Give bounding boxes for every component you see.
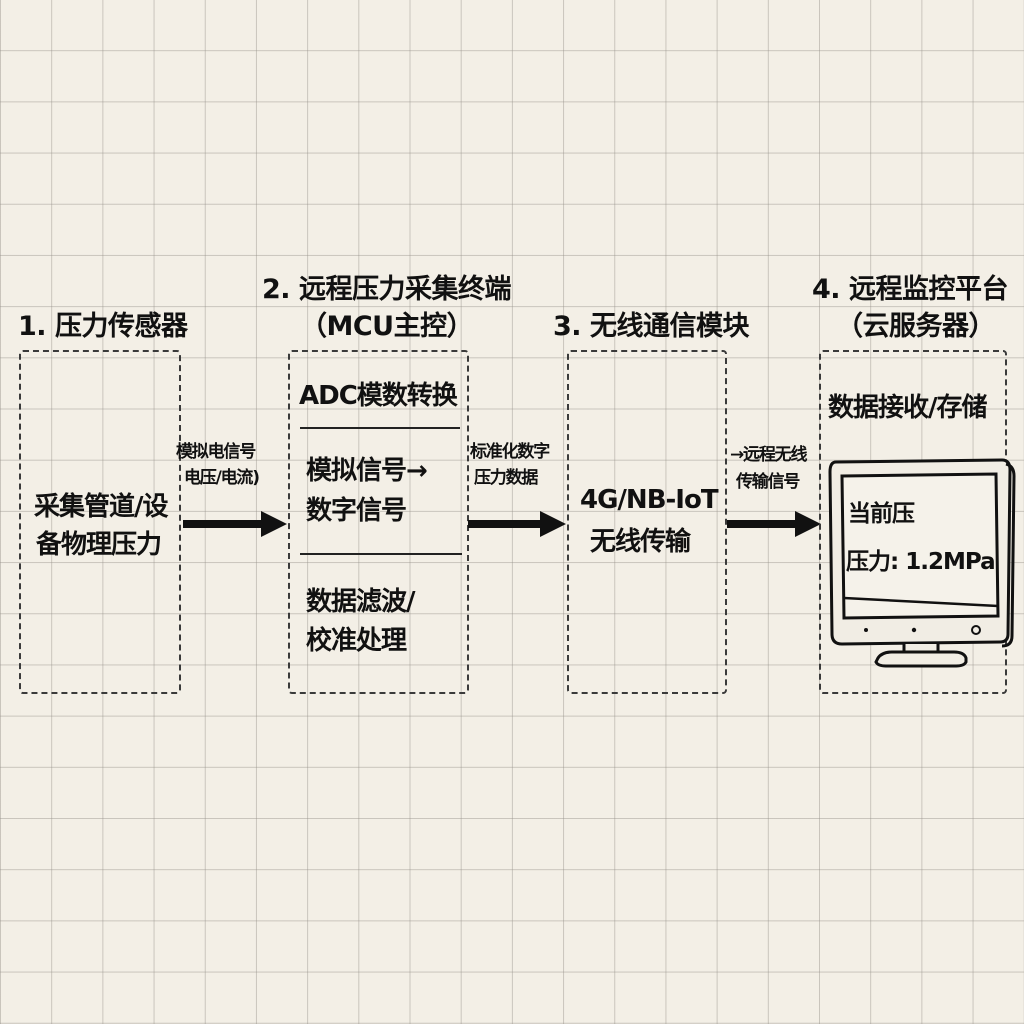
stage-1-title: 1. 压力传感器	[18, 311, 188, 342]
stage-1-content-line-2: 备物理压力	[36, 530, 162, 560]
stage-2-section-2-line-2: 数字信号	[306, 496, 407, 526]
stage-4-content: 数据接收/存储	[828, 393, 987, 423]
connection-1-label-line-2: 电压/电流)	[184, 468, 260, 488]
stage-2-section-1: ADC模数转换	[299, 381, 458, 411]
stage-2-divider-1	[300, 427, 460, 429]
stage-3-box	[567, 350, 727, 694]
stage-1-box	[19, 350, 181, 694]
stage-1-content-line-1: 采集管道/设	[34, 492, 168, 522]
stage-3-content-line-2: 无线传输	[590, 527, 691, 557]
arrow-right-icon	[183, 511, 287, 537]
stage-3-content-line-1: 4G/NB-IoT	[580, 485, 719, 515]
arrow-right-icon	[727, 511, 821, 537]
monitor-icon: 当前压 压力: 1.2MPa	[826, 458, 1016, 670]
stage-2-divider-2	[300, 553, 462, 555]
arrow-right-icon	[468, 511, 566, 537]
monitor-screen-line-1: 当前压	[848, 501, 915, 527]
connection-2-label-line-2: 压力数据	[474, 468, 538, 488]
connection-3-label-line-2: 传输信号	[736, 472, 800, 492]
connection-3-label-line-1: →远程无线	[730, 445, 807, 465]
stage-2-section-3-line-2: 校准处理	[306, 626, 407, 656]
stage-2-section-3-line-1: 数据滤波/	[306, 587, 415, 617]
connection-1-label-line-1: 模拟电信号	[176, 442, 256, 462]
stage-4-title-line-1: 4. 远程监控平台	[812, 274, 1008, 305]
stage-2-section-2-line-1: 模拟信号→	[306, 456, 428, 486]
monitor-screen-pressure-reading: 压力: 1.2MPa	[846, 549, 996, 575]
stage-2-title-line-1: 2. 远程压力采集终端	[262, 274, 511, 305]
stage-4-title-line-2: （云服务器）	[836, 311, 996, 342]
stage-2-title-line-2: （MCU主控）	[300, 311, 474, 342]
connection-2-label-line-1: 标准化数字	[470, 442, 550, 462]
stage-3-title: 3. 无线通信模块	[553, 311, 749, 342]
